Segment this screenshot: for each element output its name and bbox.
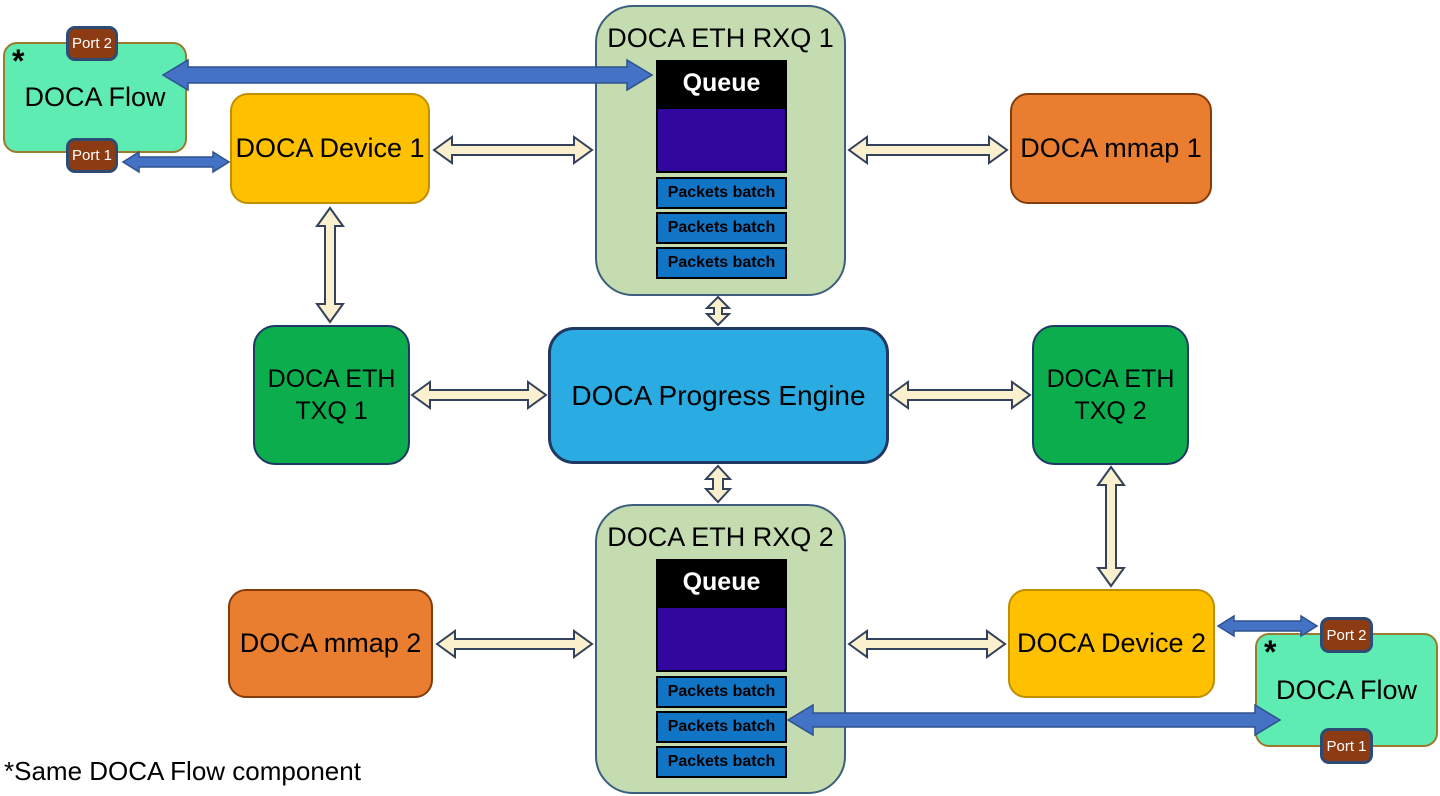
flow2-port2-label: Port 2 bbox=[1326, 626, 1367, 644]
flow2-port1-label: Port 1 bbox=[1326, 737, 1367, 755]
rxq1-queue-empty-block bbox=[656, 107, 787, 173]
doca-progress-engine-label: DOCA Progress Engine bbox=[571, 379, 866, 411]
arrow-flow1-rxq1-queue bbox=[161, 58, 654, 92]
rxq1-queue-header: Queue bbox=[656, 60, 787, 107]
flow1-port1-badge: Port 1 bbox=[66, 138, 118, 173]
flow1-port1-label: Port 1 bbox=[71, 147, 113, 164]
rxq2-queue-empty-block bbox=[656, 606, 787, 672]
rxq2-packets-batch-row: Packets batch bbox=[656, 746, 787, 778]
doca-device-1-label: DOCA Device 1 bbox=[235, 133, 425, 163]
doca-eth-txq-1-label-line1: DOCA ETH bbox=[267, 364, 396, 393]
rxq2-queue-header: Queue bbox=[656, 559, 787, 606]
same-component-asterisk: * bbox=[1264, 634, 1277, 670]
footnote: *Same DOCA Flow component bbox=[4, 756, 361, 786]
doca-flow-2-label: DOCA Flow bbox=[1275, 674, 1418, 705]
doca-flow-1-label: DOCA Flow bbox=[24, 82, 166, 112]
doca-device-1-node: DOCA Device 1 bbox=[230, 93, 430, 204]
doca-mmap-1-label: DOCA mmap 1 bbox=[1020, 133, 1202, 163]
doca-device-2-label: DOCA Device 2 bbox=[1016, 628, 1207, 658]
doca-eth-rxq-1-container: DOCA ETH RXQ 1 Queue Packets batch Packe… bbox=[595, 5, 846, 296]
doca-eth-rxq-2-title: DOCA ETH RXQ 2 bbox=[607, 522, 834, 552]
doca-eth-txq-1-node: DOCA ETH TXQ 1 bbox=[253, 325, 410, 465]
flow1-port2-label: Port 2 bbox=[71, 35, 113, 52]
rxq1-packets-batch-row: Packets batch bbox=[656, 247, 787, 279]
rxq1-packets-batch-row: Packets batch bbox=[656, 212, 787, 244]
arrow-mmap2-rxq2 bbox=[435, 629, 594, 659]
doca-eth-rxq-1-title: DOCA ETH RXQ 1 bbox=[607, 23, 834, 53]
doca-eth-txq-2-label-line2: TXQ 2 bbox=[1074, 397, 1147, 425]
doca-device-2-node: DOCA Device 2 bbox=[1008, 589, 1215, 698]
doca-progress-engine-node: DOCA Progress Engine bbox=[548, 327, 889, 464]
arrow-flow1-port1-device1 bbox=[121, 150, 231, 174]
arrow-engine-rxq2 bbox=[703, 464, 733, 504]
rxq2-packets-batch-row: Packets batch bbox=[656, 676, 787, 708]
flow2-port2-badge: Port 2 bbox=[1320, 617, 1373, 653]
arrow-rxq1-mmap1 bbox=[847, 135, 1009, 165]
rxq2-packets-batch-row: Packets batch bbox=[656, 711, 787, 743]
arrow-device1-rxq1 bbox=[432, 135, 594, 165]
same-component-asterisk: * bbox=[12, 43, 25, 79]
doca-mmap-2-node: DOCA mmap 2 bbox=[228, 589, 433, 698]
arrow-rxq2-device2 bbox=[847, 629, 1007, 659]
doca-eth-rxq-2-container: DOCA ETH RXQ 2 Queue Packets batch Packe… bbox=[595, 504, 846, 794]
doca-mmap-2-label: DOCA mmap 2 bbox=[239, 628, 422, 658]
rxq1-packets-batch-row: Packets batch bbox=[656, 177, 787, 209]
arrow-txq2-device2 bbox=[1096, 465, 1126, 588]
arrow-engine-txq2 bbox=[888, 380, 1032, 410]
doca-eth-txq-2-label-line1: DOCA ETH bbox=[1046, 364, 1175, 393]
doca-eth-txq-2-node: DOCA ETH TXQ 2 bbox=[1032, 325, 1189, 465]
doca-mmap-1-node: DOCA mmap 1 bbox=[1010, 93, 1212, 204]
arrow-rxq2-batch-flow2 bbox=[786, 703, 1282, 737]
arrow-rxq1-engine bbox=[704, 295, 732, 327]
flow2-port1-badge: Port 1 bbox=[1320, 728, 1373, 764]
flow1-port2-badge: Port 2 bbox=[66, 26, 118, 61]
doca-eth-txq-1-label-line2: TXQ 1 bbox=[295, 397, 368, 425]
arrow-device1-txq1 bbox=[315, 206, 345, 324]
arrow-txq1-engine bbox=[410, 380, 548, 410]
